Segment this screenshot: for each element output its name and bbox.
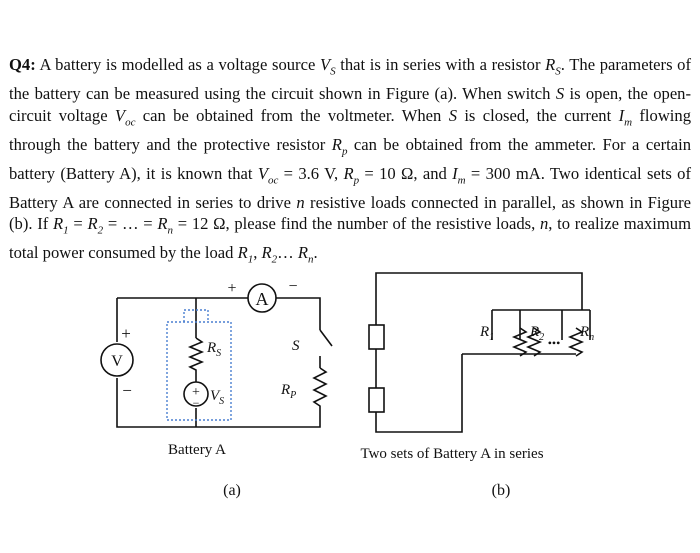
question-text-run: can be obtained from the ammeter. For a … bbox=[9, 134, 691, 183]
math-symbol: S bbox=[448, 105, 457, 125]
question-text-run: = … = bbox=[103, 214, 158, 234]
math-symbol: Rp bbox=[331, 134, 348, 158]
battery-box-top-notch bbox=[183, 309, 209, 322]
figure-a-caption: (a) bbox=[223, 482, 241, 499]
figure-b-caption: (b) bbox=[492, 482, 511, 499]
voltmeter-letter: V bbox=[111, 353, 123, 370]
math-symbol: S bbox=[555, 84, 565, 104]
wire-b-loads-top bbox=[491, 309, 591, 340]
ammeter-minus: − bbox=[288, 278, 297, 295]
figure-a bbox=[100, 283, 333, 428]
question-text: Q4: A battery is modelled as a voltage s… bbox=[9, 54, 691, 272]
battery-block-2 bbox=[368, 387, 385, 413]
question-text-run: A battery is modelled as a voltage sourc… bbox=[35, 55, 320, 74]
question-body: A battery is modelled as a voltage sourc… bbox=[9, 55, 692, 266]
math-symbol: n bbox=[539, 214, 549, 234]
math-symbol: Rn bbox=[157, 214, 174, 237]
rp-label: RP bbox=[280, 382, 296, 401]
figure-b-label: Two sets of Battery A in series bbox=[360, 446, 543, 462]
math-symbol: n bbox=[296, 192, 305, 212]
question-text-run: = 3.6 V, bbox=[278, 163, 344, 183]
ammeter-letter: A bbox=[256, 289, 269, 309]
math-symbol: R1 bbox=[53, 214, 69, 237]
math-symbol: Rn bbox=[297, 243, 314, 266]
voltmeter-minus: − bbox=[122, 381, 132, 400]
voltmeter bbox=[100, 343, 134, 377]
source-minus: − bbox=[193, 396, 200, 410]
battery-a-label: Battery A bbox=[168, 442, 226, 458]
question-text-run: . The parameters of the battery can be m… bbox=[9, 55, 691, 104]
math-symbol: Im bbox=[618, 105, 633, 129]
math-symbol: Im bbox=[452, 163, 466, 187]
rs-label: RS bbox=[206, 340, 221, 359]
math-symbol: RS bbox=[545, 55, 561, 78]
question-text-run: = 10 Ω, and bbox=[359, 163, 453, 183]
wire-left bbox=[116, 298, 321, 428]
question-text-run: . bbox=[313, 243, 318, 263]
math-symbol: Rp bbox=[343, 163, 360, 187]
math-symbol: R2 bbox=[87, 214, 104, 237]
resistor-rs bbox=[187, 337, 205, 382]
switch-s bbox=[319, 329, 333, 368]
math-symbol: Voc bbox=[257, 163, 279, 187]
math-symbol: R2 bbox=[261, 243, 278, 266]
resistor-r2 bbox=[525, 327, 543, 357]
resistor-r1 bbox=[511, 327, 529, 357]
rn-label: Rn bbox=[579, 324, 594, 343]
question-text-run: resistive loads connected in parallel, a… bbox=[9, 192, 691, 234]
question-text-run: = 12 Ω, please find the number of the re… bbox=[173, 214, 540, 234]
r2-label: R2 bbox=[529, 324, 544, 343]
battery-a-box bbox=[166, 321, 232, 421]
ammeter bbox=[247, 283, 277, 313]
figure-b bbox=[368, 272, 591, 433]
question-text-run: = bbox=[68, 214, 88, 234]
r1-label: R1 bbox=[479, 324, 494, 343]
wire-b-outer bbox=[375, 272, 583, 433]
source-plus: + bbox=[192, 385, 200, 400]
math-symbol: VS bbox=[319, 55, 336, 78]
circuit-figures: A + − V + − + − RS VS S RP Battery A (a)… bbox=[100, 272, 594, 499]
question-label: Q4: bbox=[9, 55, 36, 74]
question-text-run: = 300 mA. Two identical sets of Battery … bbox=[9, 163, 691, 212]
question-text-run: that is in series with a resistor bbox=[335, 55, 546, 74]
question-text-run: , to realize maximum total power consume… bbox=[9, 214, 691, 263]
resistor-rn bbox=[567, 327, 585, 357]
source-vs bbox=[183, 381, 209, 407]
switch-label: S bbox=[292, 338, 300, 354]
resistor-rp bbox=[312, 367, 328, 410]
voltmeter-plus: + bbox=[121, 324, 131, 343]
ammeter-plus: + bbox=[227, 280, 236, 297]
question-text-run: is closed, the current bbox=[456, 105, 619, 125]
question-text-run: … bbox=[277, 243, 298, 263]
question-text-run: , bbox=[253, 243, 262, 263]
ellipsis-dots: ••• bbox=[548, 336, 561, 350]
math-symbol: R1 bbox=[237, 243, 254, 266]
wire-top-right bbox=[276, 297, 321, 330]
question-text-run: is open, the open-circuit voltage bbox=[9, 84, 692, 125]
vs-label: VS bbox=[210, 388, 224, 407]
question-text-run: flowing through the battery and the prot… bbox=[9, 105, 692, 154]
math-symbol: Voc bbox=[114, 105, 136, 129]
question-text-run: can be obtained from the voltmeter. When bbox=[135, 105, 449, 125]
battery-block-1 bbox=[368, 324, 385, 350]
